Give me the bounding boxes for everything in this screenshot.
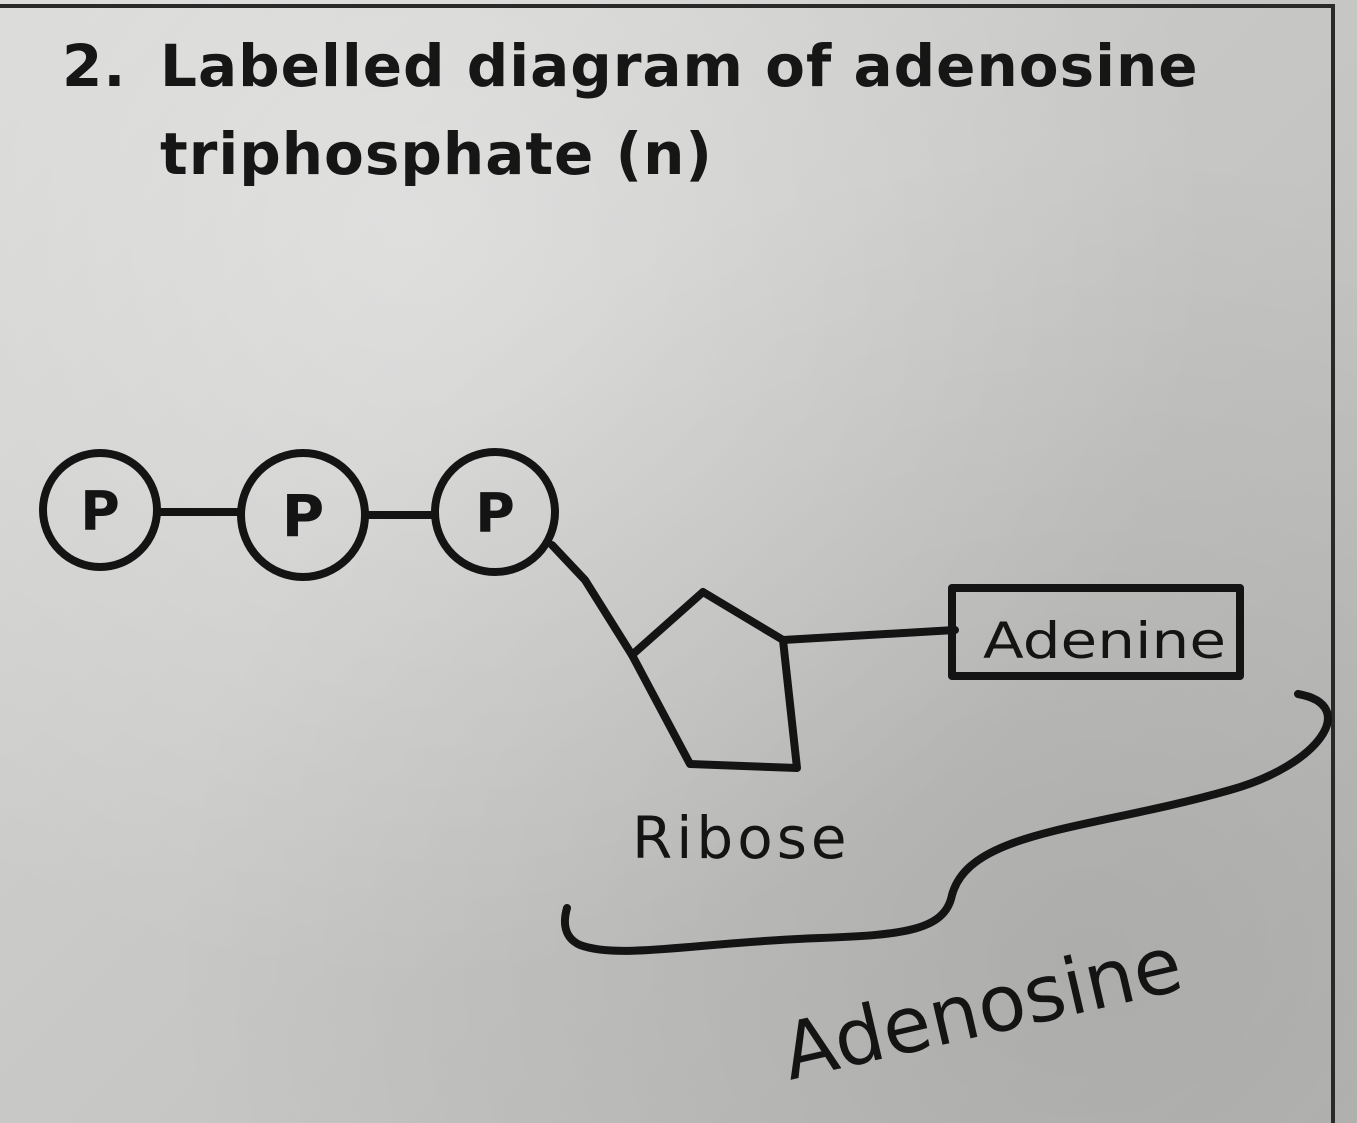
phosphate-circle-3	[431, 448, 559, 576]
adenosine-label: Adenosine	[774, 919, 1190, 1098]
phosphate-circle-1	[39, 449, 161, 571]
title-line-1: Labelled diagram of adenosine	[160, 32, 1199, 100]
ribose-label: Ribose	[632, 804, 851, 872]
phosphate-ribose-bond	[548, 541, 636, 659]
title-line-2: triphosphate (n)	[160, 120, 713, 188]
ribose-pentagon	[628, 588, 801, 772]
question-number: 2.	[62, 32, 127, 100]
phosphate-circle-2	[237, 449, 369, 581]
phosphate-label-2: P	[282, 482, 325, 550]
phosphate-label-1: P	[80, 480, 120, 543]
phosphate-label-3: P	[475, 482, 515, 545]
ribose-adenine-bond	[779, 626, 959, 644]
page-border-right	[1331, 4, 1335, 1123]
adenine-box	[948, 584, 1244, 680]
page-title: 2. Labelled diagram of adenosine triphosp…	[62, 22, 1242, 198]
adenine-label: Adenine	[983, 612, 1226, 670]
page-border-top	[0, 4, 1335, 8]
adenosine-brace	[560, 690, 1332, 955]
